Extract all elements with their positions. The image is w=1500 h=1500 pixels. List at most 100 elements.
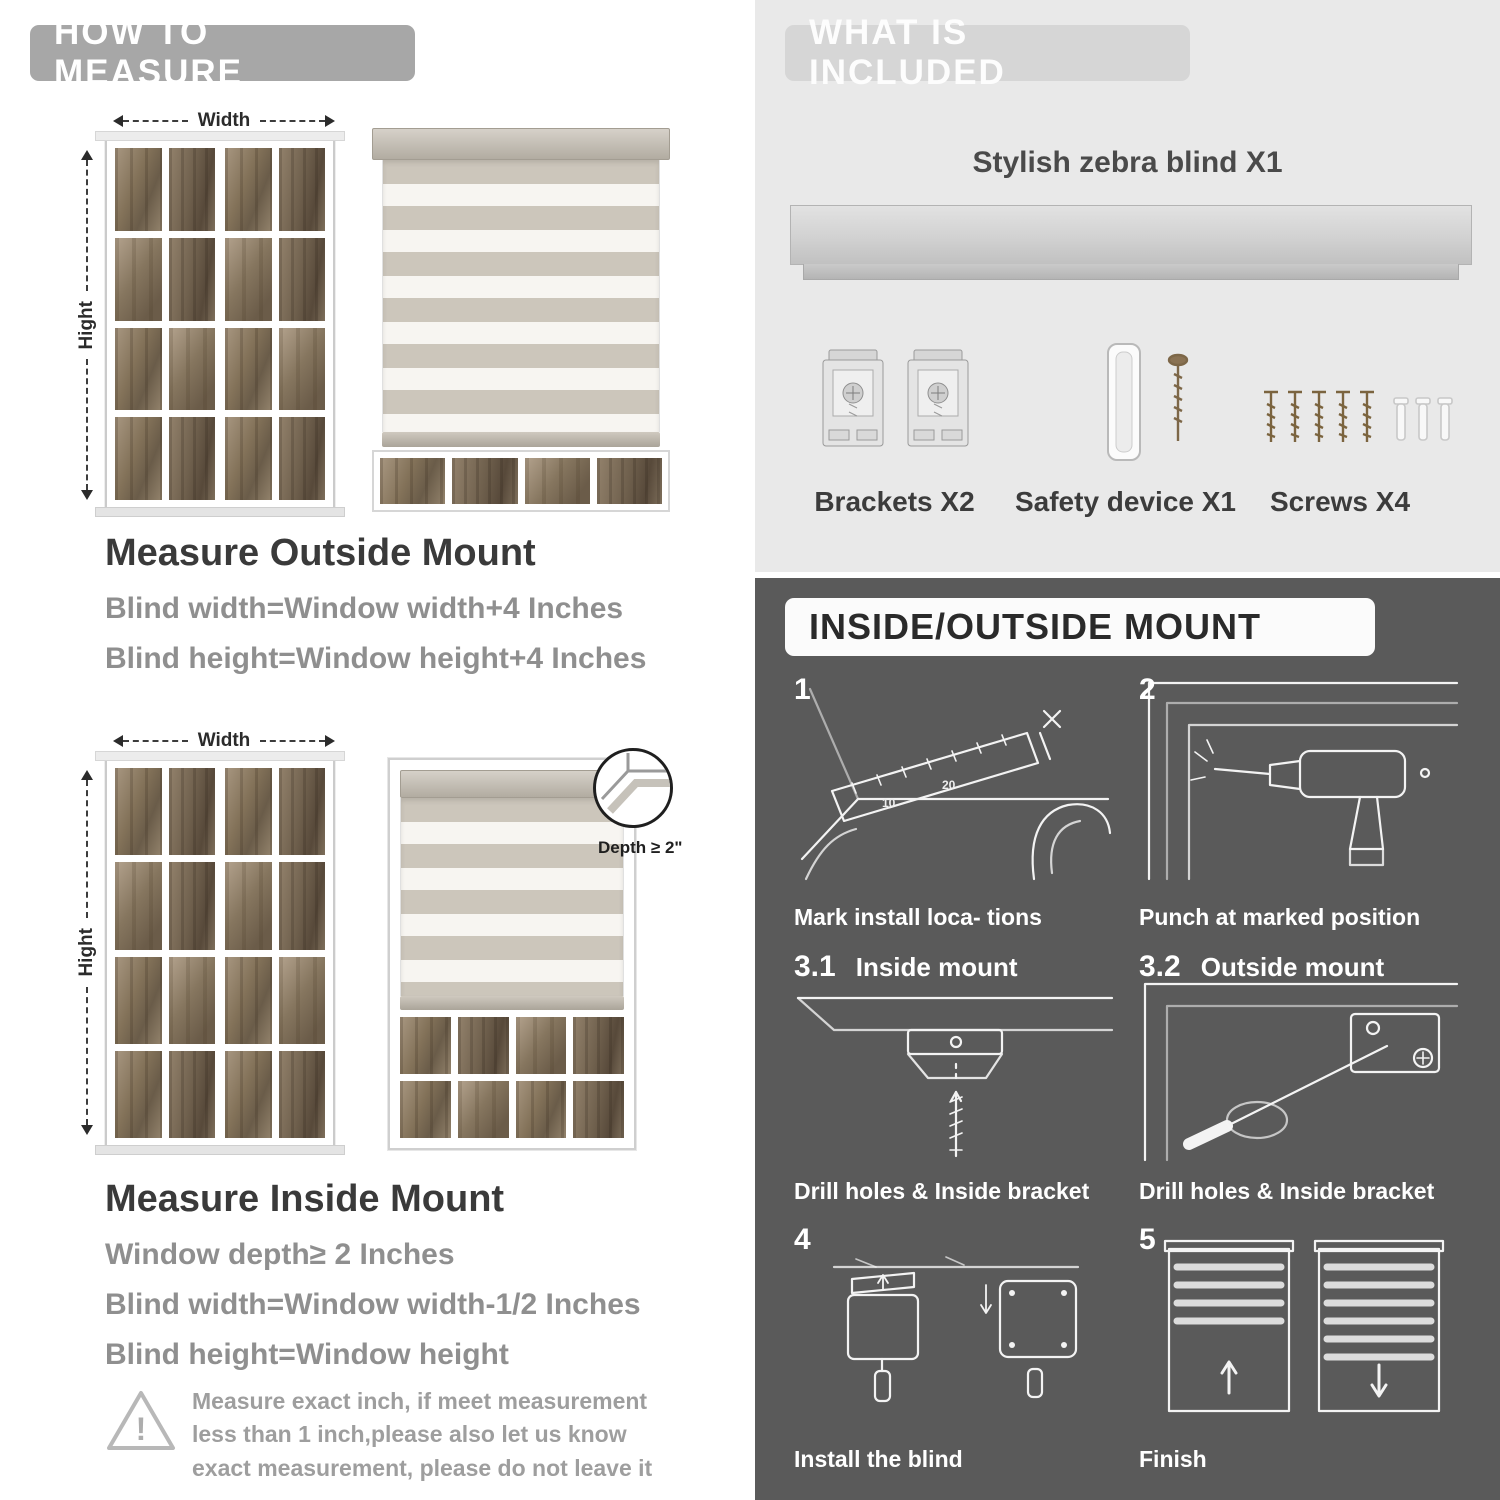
window-pane [278,768,325,856]
height-label-inside: Hight [76,928,97,977]
depth-detail-circle [593,748,673,828]
step-caption: Drill holes & Inside bracket [794,1178,1090,1204]
inside-outside-mount-section: INSIDE/OUTSIDE MOUNT 1 10 20 Mark instal… [755,578,1500,1500]
window-under-blind [372,450,670,512]
window-pane [400,1017,451,1074]
window-glass-under-blind [400,1010,624,1138]
arrowhead-up-icon [81,150,93,160]
step-3-2-illustration [1143,982,1459,1162]
window-pane [524,458,590,504]
safety-device-label: Safety device X1 [1014,486,1237,517]
dashed-line [86,160,88,291]
arrowhead-up-icon [81,770,93,780]
dashed-line [123,120,188,122]
step-4-illustration [832,1256,1080,1403]
svg-text:10: 10 [882,796,896,810]
step-number: 1 [794,673,811,706]
window-pane [115,327,162,411]
window-pane [573,1017,624,1074]
window-pane [452,458,518,504]
step-caption: Drill holes & Inside bracket [1139,1178,1435,1204]
screws-label: Screws X4 [1269,486,1411,517]
window-pane [168,956,215,1044]
arrowhead-down-icon [81,490,93,501]
blind-zebra-stripes [382,160,660,432]
window-sash [115,768,215,1138]
step-inline-label: Outside mount [1200,952,1385,982]
headrail-illustration [790,205,1472,280]
blind-bottom-rail [382,432,660,447]
step-4: 4 Install the blind [790,1223,1120,1473]
warning-icon: ! [107,1391,175,1450]
svg-text:20: 20 [942,778,956,792]
window-pane [278,862,325,950]
safety-device-illustration [1107,343,1189,461]
step-3-1: 3.1 Inside mount Drill holes & Inside br… [790,950,1120,1205]
blind-bottom-rail [400,996,624,1010]
window-pane [278,1050,325,1138]
window-pane [278,417,325,500]
arrowhead-left-icon [113,735,123,747]
step-number: 2 [1139,673,1156,706]
step-inline-label: Inside mount [855,952,1018,982]
width-arrow-outside: Width [113,110,335,132]
dashed-line [260,120,325,122]
width-label-inside: Width [197,730,251,751]
step-number: 5 [1139,1223,1156,1256]
headrail-lip [803,264,1459,280]
window-pane [225,237,272,321]
outside-mount-line-2: Blind height=Window height+4 Inches [105,642,647,675]
outside-mount-line-1: Blind width=Window width+4 Inches [105,592,624,625]
what-is-included-header: WHAT IS INCLUDED [785,13,1190,92]
window-pane [115,148,162,231]
window-pane [225,327,272,411]
zebra-blind-illustration-inside [388,758,636,1150]
window-sash [115,148,215,500]
arrowhead-right-icon [325,115,335,127]
window-pane [115,1050,162,1138]
step-number: 3.2 [1139,950,1181,983]
blind-headrail [400,770,624,798]
window-pane [225,417,272,500]
screws-illustration [1264,390,1453,442]
step-1-illustration: 10 20 [800,687,1112,881]
blind-product-label: Stylish zebra blind X1 [972,146,1283,179]
window-pane [115,237,162,321]
window-pane [115,768,162,856]
step-caption: Punch at marked position [1139,904,1421,930]
window-pane [168,148,215,231]
window-pane [400,1081,451,1138]
brackets-illustration [822,349,969,447]
window-corner-zoom-icon [600,753,670,814]
window-pane [457,1081,509,1138]
inside-outside-mount-header: INSIDE/OUTSIDE MOUNT [785,598,1375,656]
window-pane [225,862,272,950]
window-pane [168,1050,215,1138]
warning-exclamation: ! [136,1411,147,1447]
width-label-outside: Width [197,110,251,131]
window-pane [278,237,325,321]
window-pane [115,956,162,1044]
step-5-illustration [1163,1239,1445,1413]
brackets-label: Brackets X2 [814,486,975,517]
dashed-line [123,740,188,742]
step-caption: Install the blind [794,1446,963,1472]
window-sash [225,768,325,1138]
window-pane [515,1081,567,1138]
height-arrow-inside: Hight [76,770,98,1136]
inside-mount-line-1: Window depth≥ 2 Inches [105,1238,455,1271]
window-pane [596,458,662,504]
inside-mount-line-3: Blind height=Window height [105,1338,509,1371]
window-pane [225,768,272,856]
window-pane [573,1081,624,1138]
dashed-line [86,359,88,491]
window-pane [168,327,215,411]
window-pane [168,862,215,950]
window-illustration-inside [95,751,345,1155]
step-2: 2 Punch at marked position [1135,673,1465,931]
inside-mount-title: Measure Inside Mount [105,1178,505,1220]
window-illustration-outside [95,131,345,517]
step-3-2: 3.2 Outside mount Drill holes & Inside b… [1135,950,1465,1205]
width-arrow-inside: Width [113,730,335,752]
